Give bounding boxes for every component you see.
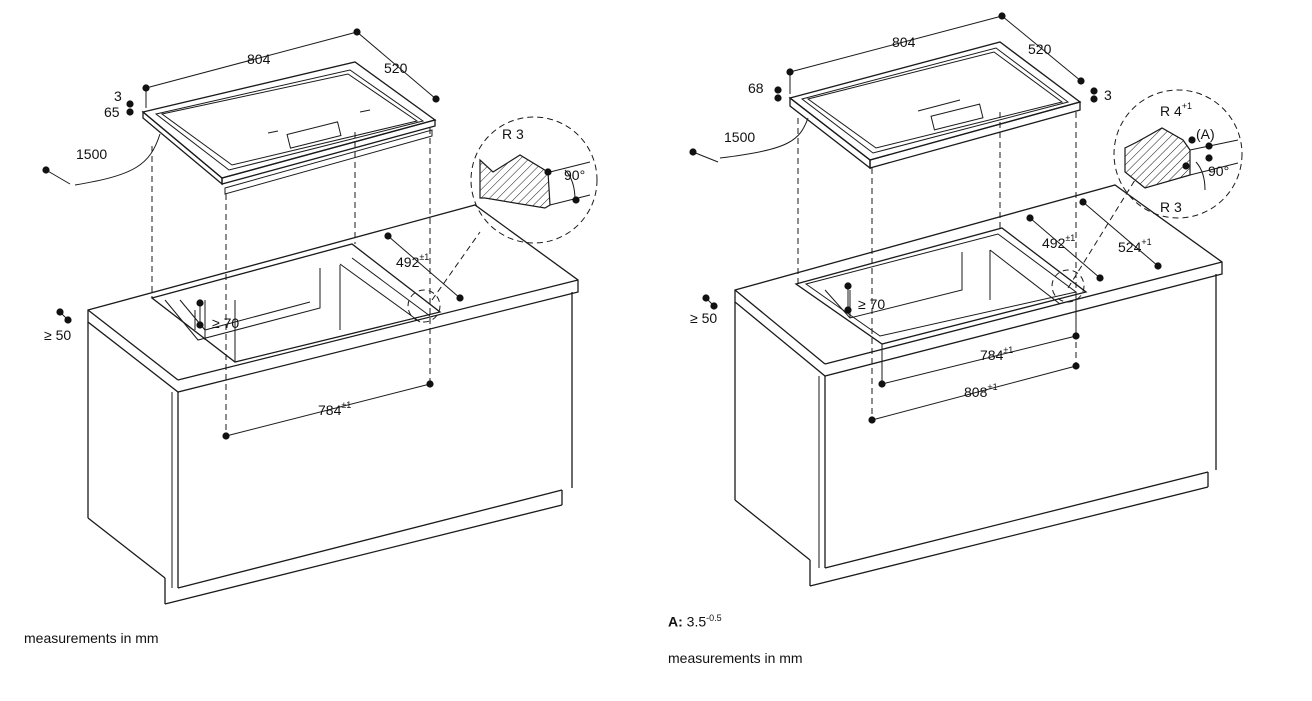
left-cutout-depth-label: 492±1 — [396, 252, 429, 270]
right-dimension-lines — [692, 15, 1159, 421]
right-cutout-depth-label: 492±1 — [1042, 233, 1075, 251]
left-height-label: 65 — [104, 104, 120, 120]
right-rebate-width-label: 808+1 — [964, 382, 998, 400]
right-frame-label: 3 — [1104, 87, 1112, 103]
left-cable — [74, 133, 161, 186]
left-frame-label: 3 — [114, 88, 122, 104]
right-radius-outer-label: R 4+1 — [1160, 101, 1192, 119]
left-projection-lines — [151, 128, 481, 436]
left-radius-label: R 3 — [502, 126, 524, 142]
right-cutout-width-label: 784±1 — [980, 345, 1013, 363]
left-min-back-label: ≥ 70 — [212, 315, 239, 331]
right-min-front-label: ≥ 50 — [690, 310, 717, 326]
left-width-label: 804 — [247, 51, 271, 67]
right-cabinet — [734, 184, 1223, 587]
left-dimension-lines — [45, 31, 461, 437]
note-label: A: — [668, 613, 683, 630]
right-rebate-depth-label: 524+1 — [1118, 237, 1152, 255]
right-min-back-label: ≥ 70 — [858, 296, 885, 312]
left-footer-note: measurements in mm — [24, 630, 159, 646]
left-labels: 804 520 3 65 1500 ≥ 50 ≥ 70 492±1 784±1 … — [44, 51, 585, 418]
right-labels: 804 520 68 3 1500 ≥ 50 ≥ 70 492±1 524+1 … — [690, 34, 1229, 400]
right-angle-label: 90° — [1208, 163, 1229, 179]
left-dim-dots — [42, 28, 580, 440]
right-radius-inner-label: R 3 — [1160, 199, 1182, 215]
note-tolerance: -0.5 — [706, 613, 722, 623]
left-drawing: 804 520 3 65 1500 ≥ 50 ≥ 70 492±1 784±1 … — [42, 28, 598, 605]
left-cable-label: 1500 — [76, 146, 107, 162]
right-dim-dots — [689, 12, 1213, 424]
left-detail-circle — [407, 116, 598, 323]
right-footer-note: measurements in mm — [668, 650, 803, 666]
left-min-front-label: ≥ 50 — [44, 327, 71, 343]
right-detail-marker-label: (A) — [1196, 126, 1215, 142]
right-projection-lines — [797, 112, 1136, 420]
right-detail-circle — [1051, 89, 1243, 303]
right-cable — [719, 117, 809, 159]
right-width-label: 804 — [892, 34, 916, 50]
left-angle-label: 90° — [564, 167, 585, 183]
left-cutout-width-label: 784±1 — [318, 400, 351, 418]
right-hob — [788, 41, 1082, 170]
left-cutout — [150, 243, 442, 363]
left-depth-label: 520 — [384, 60, 408, 76]
left-hob — [141, 61, 437, 195]
right-height-label: 68 — [748, 80, 764, 96]
right-depth-label: 520 — [1028, 41, 1052, 57]
left-cabinet — [87, 204, 579, 605]
right-cable-label: 1500 — [724, 129, 755, 145]
right-drawing: 804 520 68 3 1500 ≥ 50 ≥ 70 492±1 524+1 … — [689, 12, 1243, 587]
right-tolerance-note: A: 3.5-0.5 — [668, 613, 722, 630]
note-value: 3.5 — [686, 613, 707, 630]
